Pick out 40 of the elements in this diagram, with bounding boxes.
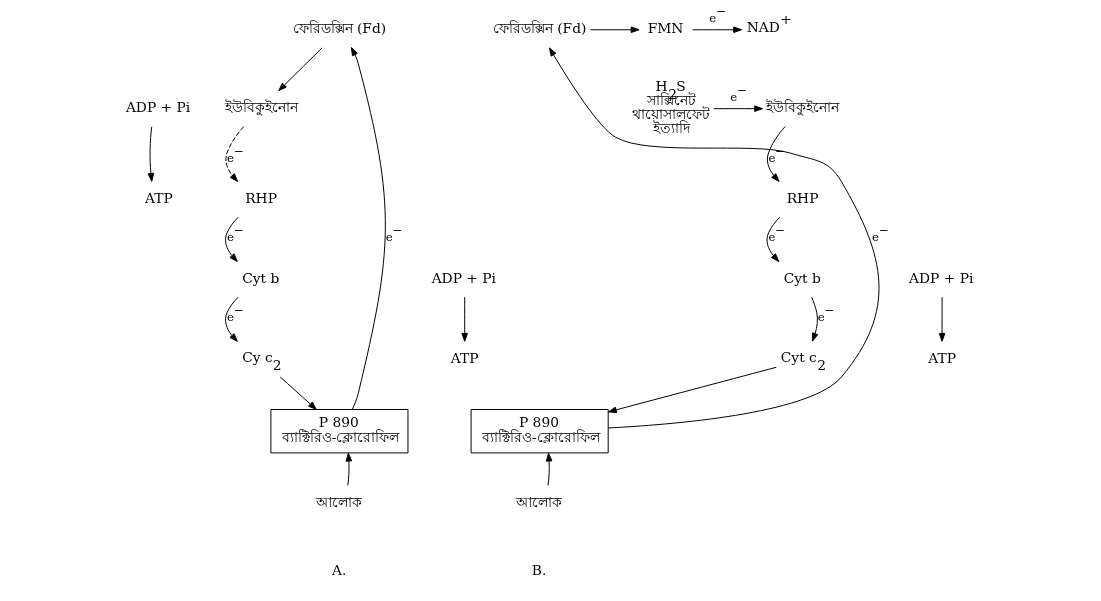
- arrow: [345, 452, 353, 486]
- node-text: Cyt b: [242, 269, 280, 286]
- node-text: FMN: [647, 20, 684, 37]
- arrow: [147, 126, 155, 182]
- node-text: আলোক: [316, 493, 363, 510]
- node-box: P 890 ব্যাক্টিরিও-ক্লোরোফিল: [470, 409, 609, 454]
- node-box: P 890 ব্যাক্টিরিও-ক্লোরোফিল: [270, 409, 409, 454]
- arrow: [811, 296, 819, 342]
- node-text: RHP: [245, 190, 277, 207]
- arrow: [279, 376, 317, 410]
- arrow: [938, 296, 946, 342]
- arrow: [225, 296, 239, 342]
- arrow: [692, 26, 743, 33]
- arrow: [278, 47, 323, 92]
- node-text: RHP: [786, 190, 819, 207]
- node-text: ATP: [145, 190, 173, 207]
- label: B.: [531, 561, 547, 578]
- node-text: Cyt b: [783, 269, 821, 286]
- arrow: [548, 47, 880, 429]
- arrow: [589, 26, 640, 33]
- node-text: ADP + Pi: [909, 269, 974, 286]
- arrow: [766, 216, 781, 262]
- node-text: ফেরিডক্সিন (Fd): [492, 20, 587, 37]
- node-text: ADP + Pi: [431, 269, 496, 286]
- arrow: [545, 452, 553, 486]
- node-text: ATP: [928, 349, 956, 366]
- arrow: [350, 47, 386, 410]
- arrow: [225, 126, 245, 182]
- label: A.: [332, 561, 347, 578]
- node-text: ইউবিকুইনোন: [225, 99, 299, 116]
- node-text: ইউবিকুইনোন: [766, 99, 840, 116]
- arrow: [461, 296, 468, 342]
- node-text: ফেরিডক্সিন (Fd): [292, 20, 387, 37]
- node-text: ADP + Pi: [125, 99, 191, 116]
- node-text: আলোক: [516, 493, 563, 510]
- arrow: [225, 216, 239, 262]
- arrow: [607, 366, 777, 414]
- arrow: [766, 126, 786, 182]
- node-text: ATP: [450, 349, 479, 366]
- arrow: [713, 105, 764, 112]
